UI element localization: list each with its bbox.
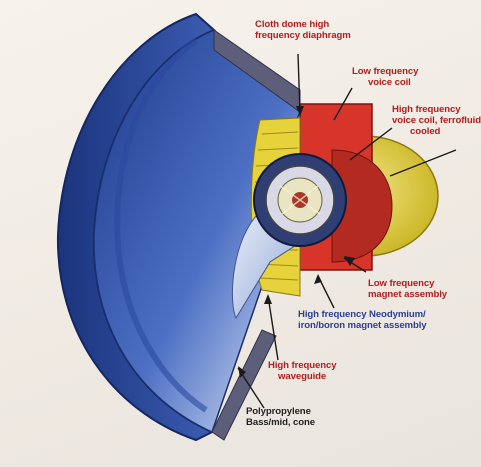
- label-cloth-dome: Cloth dome high frequency diaphragm: [255, 19, 351, 41]
- label-hf-magnet-line2: iron/boron magnet assembly: [298, 320, 427, 331]
- label-cone-line2: Bass/mid, cone: [246, 417, 315, 428]
- label-hf-magnet-line1: High frequency Neodymium/: [298, 309, 427, 320]
- label-hf-voice-coil: High frequency voice coil, ferrofluid co…: [392, 104, 481, 137]
- label-hf-waveguide-line1: High frequency: [268, 360, 336, 371]
- label-lf-magnet-line1: Low frequency: [368, 278, 447, 289]
- label-hf-voice-coil-line3: cooled: [392, 126, 481, 137]
- label-cone-line1: Polypropylene: [246, 406, 315, 417]
- label-hf-waveguide: High frequency waveguide: [268, 360, 336, 382]
- label-cloth-dome-line2: frequency diaphragm: [255, 30, 351, 41]
- label-lf-voice-coil-line1: Low frequency: [352, 66, 418, 77]
- label-hf-waveguide-line2: waveguide: [268, 371, 336, 382]
- label-hf-magnet: High frequency Neodymium/ iron/boron mag…: [298, 309, 427, 331]
- label-hf-voice-coil-line1: High frequency: [392, 104, 481, 115]
- label-hf-voice-coil-line2: voice coil, ferrofluid: [392, 115, 481, 126]
- label-cone: Polypropylene Bass/mid, cone: [246, 406, 315, 428]
- label-cloth-dome-line1: Cloth dome high: [255, 19, 351, 30]
- label-lf-voice-coil: Low frequency voice coil: [352, 66, 418, 88]
- label-lf-voice-coil-line2: voice coil: [352, 77, 418, 88]
- label-lf-magnet: Low frequency magnet assembly: [368, 278, 447, 300]
- label-lf-magnet-line2: magnet assembly: [368, 289, 447, 300]
